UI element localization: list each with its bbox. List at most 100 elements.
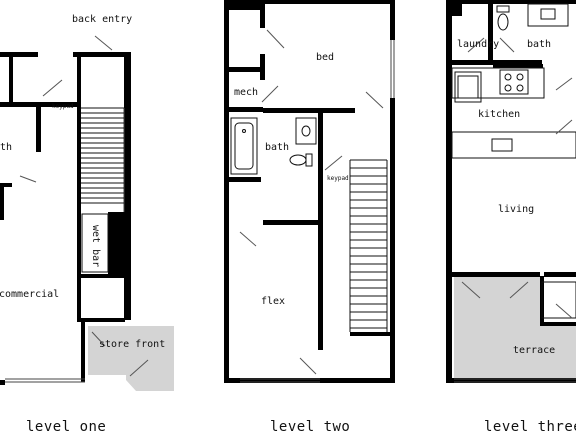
l3-wall-left <box>446 0 452 383</box>
l1-wall-keypad-post <box>38 102 42 107</box>
l2-wall-mech-top <box>229 67 265 72</box>
l1-wall-bath-right <box>36 107 41 152</box>
l3-toilet <box>497 13 509 31</box>
l1-wall-stair-left <box>77 57 81 322</box>
l3-wall-terrace-right <box>544 322 576 326</box>
l3-toilet-tank <box>496 5 510 13</box>
l1-wall-top-left <box>0 52 38 57</box>
l1-wall-top-right <box>73 52 131 57</box>
l1-stair <box>81 107 124 204</box>
l2-bathtub-inner <box>234 122 254 170</box>
caption-level-two: level two <box>270 419 351 435</box>
l1-wall-inner-left <box>9 57 13 102</box>
l3-kitchen-counter <box>451 67 545 99</box>
l2-wall-right-upper <box>390 0 395 40</box>
l1-wall-bath-stub <box>0 187 4 220</box>
caption-level-three: level three <box>484 419 576 435</box>
l3-range <box>499 69 529 95</box>
l2-wall-bath-right <box>318 113 323 175</box>
l3-door-kitchen <box>555 77 573 91</box>
l3-burner-4 <box>516 84 524 92</box>
l2-wall-right-lower <box>390 98 395 383</box>
l2-wall-bottom <box>224 378 395 383</box>
room-label-living: living <box>498 204 535 215</box>
l1-wall-wetbar-right <box>108 212 131 278</box>
level-three-plan <box>446 0 576 383</box>
l3-door-bath <box>499 37 515 53</box>
l2-wall-top <box>224 0 395 4</box>
l2-door-flex-2 <box>299 357 317 375</box>
l3-wall-top <box>446 0 576 4</box>
l2-toilet <box>289 154 307 166</box>
l3-wall-kitchen-counter-back <box>493 64 543 68</box>
l3-door-living <box>555 119 573 135</box>
room-label-laundry: laundry <box>457 39 500 50</box>
room-label-kitchen: kitchen <box>478 109 521 120</box>
l2-wall-stair-bottom <box>350 332 390 336</box>
l3-terrace-door-frame <box>541 281 576 319</box>
l1-door-back-entry <box>94 35 113 51</box>
l1-door-bath <box>19 175 37 183</box>
room-label-wet-bar: wet bar <box>90 225 101 268</box>
l3-fridge <box>454 71 482 103</box>
l3-door-terrace-1 <box>461 281 481 299</box>
terrace-paving <box>454 276 576 378</box>
l1-wall-wetbar-bottom <box>81 274 108 278</box>
l3-burner-3 <box>504 84 512 92</box>
l3-door-laundry <box>467 37 485 53</box>
l3-bath-vanity <box>527 3 569 27</box>
l1-wall-bottom <box>0 380 5 385</box>
l3-wall-bottom <box>446 378 576 383</box>
l2-wall-bed-left <box>260 4 265 28</box>
l2-wall-corner-block <box>229 4 264 10</box>
l3-bath-sink <box>540 8 556 20</box>
room-label-bed: bed <box>316 52 335 63</box>
level-one-plan <box>0 35 174 391</box>
l2-wall-left <box>224 0 229 383</box>
room-label-store-front: store front <box>99 339 166 350</box>
l2-bathtub-drain <box>242 129 246 133</box>
room-label-back-entry: back entry <box>72 14 133 25</box>
l2-wall-hall-left <box>318 175 323 350</box>
l1-wet-bar-counter <box>81 213 109 273</box>
room-label-bath-level-one: th <box>0 142 13 153</box>
l2-wall-mech-bottom <box>229 107 263 112</box>
l3-wall-laundry-right <box>488 4 493 64</box>
l3-island-sink <box>491 138 513 152</box>
l3-burner-1 <box>504 73 512 81</box>
l2-door-flex <box>239 231 257 247</box>
l2-bathtub <box>230 117 258 175</box>
l1-door-hall <box>42 79 63 97</box>
room-label-terrace: terrace <box>513 345 556 356</box>
l3-island <box>451 131 576 159</box>
l3-burner-2 <box>516 73 524 81</box>
l3-wall-left-block <box>452 4 462 16</box>
l3-fridge-door <box>457 75 479 99</box>
l2-door-bed-2 <box>365 91 384 109</box>
l1-wall-right-upper <box>124 52 131 212</box>
l1-wall-right-lower <box>124 278 131 320</box>
l2-wall-bath-bottom <box>229 177 261 182</box>
l3-wall-laundry-bottom <box>452 60 542 65</box>
l3-door-terrace-3 <box>555 303 573 319</box>
room-label-bath-level-two: bath <box>265 142 290 153</box>
level-two-plan <box>224 0 395 383</box>
l2-door-bed <box>266 29 285 49</box>
l2-bath-sink-bowl <box>301 125 311 137</box>
l2-door-mech <box>261 85 279 103</box>
l2-stair <box>349 159 388 332</box>
l1-door-store-2 <box>129 359 149 377</box>
l2-bath-sink <box>295 117 317 145</box>
l2-wall-hall-top <box>263 108 355 113</box>
l3-door-terrace-2 <box>509 281 529 299</box>
l2-toilet-tank <box>305 153 313 167</box>
keypad-label-level-one: keypad <box>52 103 74 110</box>
l3-wall-terrace-right-top <box>544 272 576 277</box>
l1-wall-storefront-left <box>81 322 85 382</box>
room-label-bath-level-three: bath <box>527 39 552 50</box>
room-label-flex: flex <box>261 296 286 307</box>
l1-wall-storefront-top <box>81 318 125 322</box>
keypad-label-level-two: keypad <box>327 175 349 182</box>
l1-wall-bath-bottom <box>0 183 12 187</box>
